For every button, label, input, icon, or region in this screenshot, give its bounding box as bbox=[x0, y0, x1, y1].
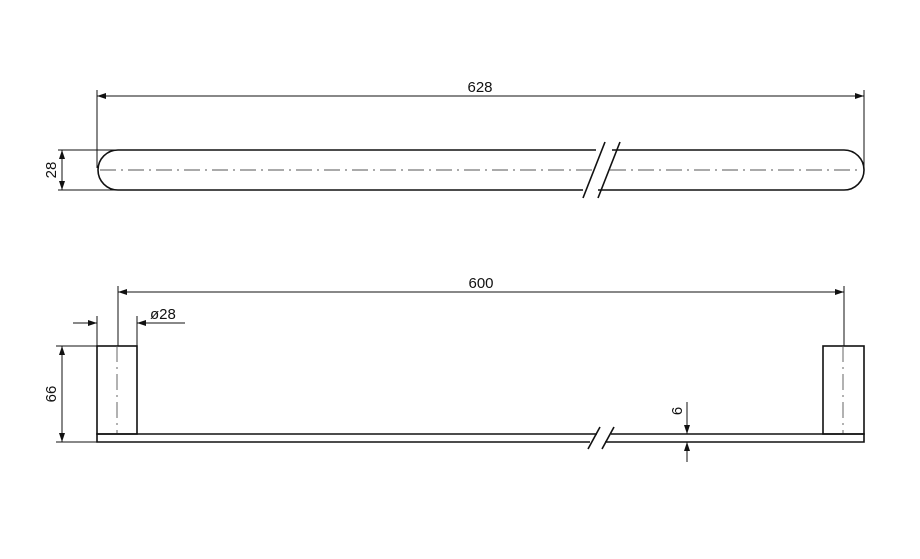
thickness-dimension-label: 6 bbox=[669, 407, 686, 415]
bar-outline-right bbox=[598, 149, 865, 191]
right-post bbox=[822, 345, 865, 435]
length-dimension-label: 628 bbox=[467, 79, 492, 96]
base-break-mark-2 bbox=[601, 426, 615, 450]
diameter-dimension-label: ø28 bbox=[150, 306, 176, 323]
base-bar-left bbox=[96, 433, 597, 443]
break-mark-1 bbox=[582, 141, 606, 199]
span-dimension-label: 600 bbox=[468, 275, 493, 292]
base-bar-right bbox=[605, 433, 865, 443]
top-view: 628 28 bbox=[43, 79, 865, 199]
post-height-dimension-label: 66 bbox=[43, 386, 60, 403]
break-mark-2 bbox=[597, 141, 621, 199]
base-break-mark-1 bbox=[587, 426, 601, 450]
front-view: 600 ø28 66 6 bbox=[43, 275, 865, 462]
bar-outline-left bbox=[97, 149, 596, 191]
height-dimension-label: 28 bbox=[43, 162, 60, 179]
